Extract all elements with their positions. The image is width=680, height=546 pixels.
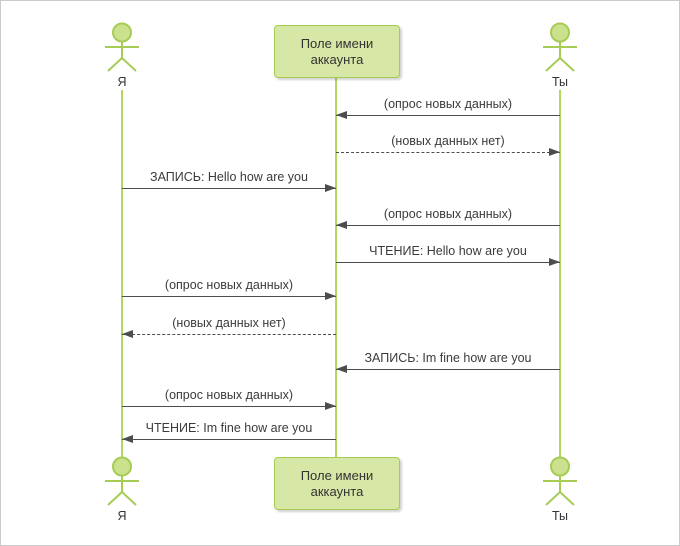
arrow-head-icon: [122, 330, 133, 338]
actor-label: Я: [117, 75, 127, 89]
message-5: ЧТЕНИЕ: Hello how are you: [336, 244, 560, 266]
message-arrow: [122, 292, 336, 300]
object-box-label: Поле имени аккаунта: [300, 35, 374, 67]
message-label: (новых данных нет): [172, 316, 286, 330]
message-7: (новых данных нет): [122, 316, 336, 338]
message-arrow: [336, 258, 560, 266]
arrow-head-icon: [549, 258, 560, 266]
message-label: ЗАПИСЬ: Hello how are you: [150, 170, 308, 184]
object-box-bottom: Поле имени аккаунта: [274, 457, 400, 510]
arrow-head-icon: [325, 184, 336, 192]
object-box-label: Поле имени аккаунта: [300, 467, 374, 499]
stick-figure-icon: [105, 456, 139, 506]
message-1: (опрос новых данных): [336, 97, 560, 119]
actor-left-top: Я: [100, 22, 144, 90]
arrow-head-icon: [336, 221, 347, 229]
actor-left-bottom: Я: [100, 456, 144, 524]
lifeline-middle-object: [335, 78, 337, 457]
actor-label: Я: [117, 509, 127, 523]
arrow-head-icon: [325, 292, 336, 300]
arrow-head-icon: [336, 365, 347, 373]
stick-figure-icon: [105, 22, 139, 72]
arrow-head-icon: [336, 111, 347, 119]
message-3: ЗАПИСЬ: Hello how are you: [122, 170, 336, 192]
stick-figure-icon: [543, 22, 577, 72]
message-arrow: [122, 435, 336, 443]
message-label: ЗАПИСЬ: Im fine how are you: [364, 351, 532, 365]
message-label: ЧТЕНИЕ: Im fine how are you: [145, 421, 313, 435]
actor-label: Ты: [551, 75, 569, 89]
message-label: (новых данных нет): [391, 134, 505, 148]
message-arrow: [336, 221, 560, 229]
message-arrow: [336, 111, 560, 119]
message-6: (опрос новых данных): [122, 278, 336, 300]
arrow-head-icon: [325, 402, 336, 410]
actor-right-bottom: Ты: [538, 456, 582, 524]
message-label: (опрос новых данных): [164, 388, 294, 402]
arrow-head-icon: [549, 148, 560, 156]
message-label: (опрос новых данных): [383, 207, 513, 221]
message-8: ЗАПИСЬ: Im fine how are you: [336, 351, 560, 373]
object-box-top: Поле имени аккаунта: [274, 25, 400, 78]
actor-right-top: Ты: [538, 22, 582, 90]
message-arrow: [336, 365, 560, 373]
message-arrow: [122, 330, 336, 338]
message-arrow: [122, 402, 336, 410]
arrow-head-icon: [122, 435, 133, 443]
message-label: (опрос новых данных): [164, 278, 294, 292]
message-label: (опрос новых данных): [383, 97, 513, 111]
actor-label: Ты: [551, 509, 569, 523]
lifeline-right-actor: [559, 90, 561, 457]
message-9: (опрос новых данных): [122, 388, 336, 410]
message-4: (опрос новых данных): [336, 207, 560, 229]
message-label: ЧТЕНИЕ: Hello how are you: [369, 244, 527, 258]
message-arrow: [336, 148, 560, 156]
stick-figure-icon: [543, 456, 577, 506]
message-10: ЧТЕНИЕ: Im fine how are you: [122, 421, 336, 443]
lifeline-left-actor: [121, 90, 123, 457]
message-2: (новых данных нет): [336, 134, 560, 156]
message-arrow: [122, 184, 336, 192]
